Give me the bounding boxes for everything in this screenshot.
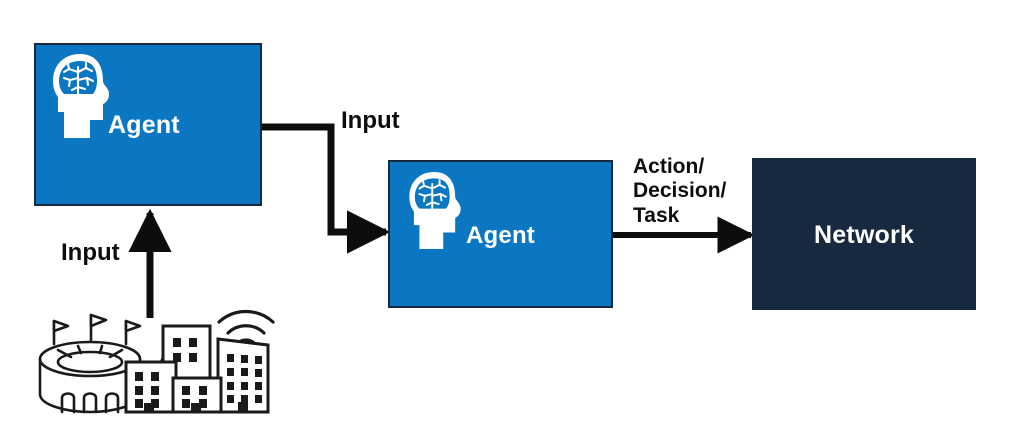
network-label: Network <box>813 221 915 249</box>
brain-head-icon <box>45 50 117 142</box>
edge-agent-primary-to-agent-secondary <box>261 123 391 254</box>
infrastructure-icon-cluster <box>22 300 284 425</box>
stadium-icon <box>38 313 142 414</box>
edge-label-input-agent-to-agent: Input <box>341 107 400 134</box>
edge-label-input-source: Input <box>61 239 120 266</box>
edge-label-action-decision-task: Action/ Decision/ Task <box>633 155 727 227</box>
agent-secondary-label: Agent <box>466 222 535 249</box>
network-box[interactable] <box>752 158 976 310</box>
agent-primary-label: Agent <box>108 111 180 139</box>
brain-head-icon <box>402 168 468 253</box>
city-buildings-icon <box>124 324 270 414</box>
